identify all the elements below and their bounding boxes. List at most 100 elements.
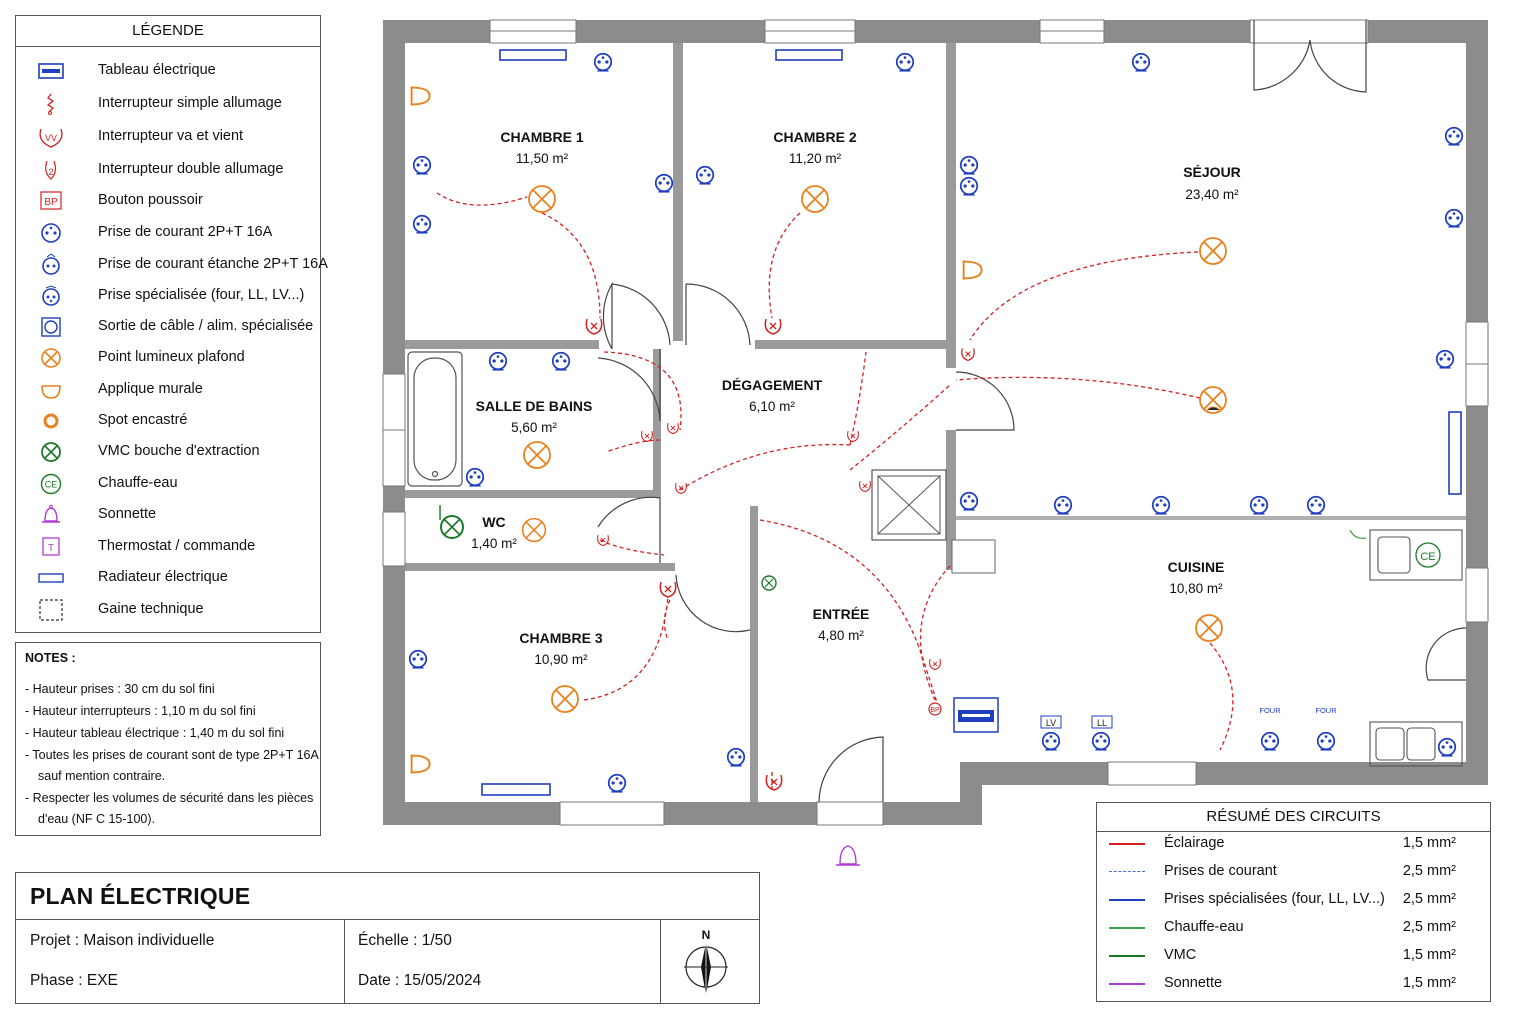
notes-title: NOTES :: [25, 651, 76, 665]
kitchen-sink: [1369, 529, 1463, 767]
project-name: Projet : Maison individuelle: [30, 932, 215, 949]
legend-item-bell: Sonnette: [16, 500, 320, 530]
water-heater-icon: CE: [40, 473, 62, 495]
legend-item-vmc: VMC bouche d'extraction: [16, 437, 320, 467]
circuit-label: Sonnette: [1164, 975, 1223, 991]
water-heater-line-sample: [1109, 927, 1145, 929]
wall-lights: [410, 85, 983, 775]
legend-item-cable-outlet: Sortie de câble / alim. spécialisée: [16, 312, 320, 342]
legend-item-technical-duct: Gaine technique: [16, 595, 320, 625]
lighting-wiring: [436, 192, 1234, 790]
sockets-line-sample: [1109, 871, 1145, 872]
push-button-icon: BP: [40, 191, 62, 210]
socket-icon: [41, 223, 61, 243]
lighting-line-sample: [1109, 843, 1145, 845]
push-button-icon: [928, 702, 942, 716]
spot-icon: [43, 413, 59, 429]
window-lines: [383, 30, 1488, 431]
circuits-panel: RÉSUMÉ DES CIRCUITS Éclairage 1,5 mm² Pr…: [1096, 802, 1491, 1002]
room-area: 10,80 m²: [1169, 581, 1223, 596]
legend-item-special-socket: Prise spécialisée (four, LL, LV...): [16, 281, 320, 311]
note-line: - Hauteur prises : 30 cm du sol fini: [25, 682, 215, 696]
special-socket-boxes: [1040, 715, 1113, 729]
circuit-section: 1,5 mm²: [1402, 835, 1456, 851]
legend-item-double-switch: 2 Interrupteur double allumage: [16, 155, 320, 185]
legend-item-two-way-switch: VV Interrupteur va et vient: [16, 122, 320, 152]
circuit-label: VMC: [1164, 947, 1197, 963]
svg-text:FOUR: FOUR: [1259, 706, 1281, 715]
plan-date: Date : 15/05/2024: [358, 972, 482, 989]
room-name: ENTRÉE: [812, 606, 870, 622]
interior-walls: [405, 43, 1466, 802]
room-area: 4,80 m²: [818, 628, 864, 643]
legend-item-ceiling-light: Point lumineux plafond: [16, 343, 320, 373]
room-area: 1,40 m²: [471, 536, 517, 551]
room-area: 11,20 m²: [788, 151, 842, 166]
room-name: CHAMBRE 1: [500, 129, 584, 145]
bell-icon: [836, 845, 860, 866]
circuit-label: Prises de courant: [1164, 863, 1277, 879]
note-line: - Hauteur tableau électrique : 1,40 m du…: [25, 726, 285, 740]
legend-item-socket: Prise de courant 2P+T 16A: [16, 218, 320, 248]
legend-item-simple-switch: Interrupteur simple allumage: [16, 89, 320, 119]
vmc-icon: [439, 505, 464, 539]
notes-panel: NOTES : - Hauteur prises : 30 cm du sol …: [15, 642, 321, 836]
room-name: CHAMBRE 3: [519, 630, 603, 646]
legend-title: LÉGENDE: [16, 16, 320, 47]
svg-text:CE: CE: [45, 480, 58, 490]
circuit-label: Éclairage: [1164, 835, 1225, 851]
ceiling-light-icon: [41, 348, 61, 368]
note-line: - Hauteur interrupteurs : 1,10 m du sol …: [25, 704, 256, 718]
circuit-section: 1,5 mm²: [1402, 975, 1456, 991]
circuit-label: Chauffe-eau: [1164, 919, 1244, 935]
room-name: CHAMBRE 2: [773, 129, 857, 145]
ceiling-lights: [521, 185, 1227, 713]
double-switch-icon: 2: [45, 160, 57, 180]
svg-text:LL: LL: [1097, 718, 1107, 728]
legend-item-push-button: BP Bouton poussoir: [16, 186, 320, 216]
panel-icon: [38, 63, 64, 79]
technical-duct-icon: [39, 599, 63, 621]
svg-text:LV: LV: [1046, 718, 1056, 728]
legend-item-spot: Spot encastré: [16, 406, 320, 436]
legend-item-waterproof-socket: Prise de courant étanche 2P+T 16A: [16, 250, 328, 280]
circuit-section: 2,5 mm²: [1402, 919, 1456, 935]
cable-outlet-icon: [41, 317, 61, 337]
waterproof-socket-icon: [42, 253, 60, 275]
room-name: DÉGAGEMENT: [721, 377, 823, 393]
wall-light-icon: [41, 385, 61, 399]
water-heater-icon: [1415, 542, 1441, 568]
svg-text:T: T: [48, 543, 54, 554]
circuit-label: Prises spécialisées (four, LL, LV...): [1164, 891, 1385, 907]
circuit-section: 2,5 mm²: [1402, 863, 1456, 879]
special-socket-icon: [42, 285, 60, 306]
vmc-line-sample: [1109, 955, 1145, 957]
note-line: sauf mention contraire.: [38, 769, 166, 783]
radiators: [481, 49, 1462, 796]
svg-text:BP: BP: [930, 707, 940, 714]
north-arrow-icon: N: [684, 928, 728, 995]
legend-item-thermostat: T Thermostat / commande: [16, 532, 320, 562]
plan-scale: Échelle : 1/50: [358, 932, 452, 949]
title-block: PLAN ÉLECTRIQUE Projet : Maison individu…: [15, 872, 760, 1004]
room-area: 5,60 m²: [511, 420, 557, 435]
svg-text:2: 2: [48, 167, 53, 177]
room-area: 6,10 m²: [749, 399, 795, 414]
vmc-icon: [41, 442, 61, 462]
legend-item-wall-light: Applique murale: [16, 375, 320, 405]
thermostat-icon: [761, 575, 777, 591]
svg-text:VV: VV: [45, 133, 57, 143]
technical-duct-icon: [877, 475, 941, 535]
project-phase: Phase : EXE: [30, 972, 118, 989]
plan-title: PLAN ÉLECTRIQUE: [30, 883, 251, 909]
room-area: 23,40 m²: [1185, 187, 1239, 202]
bell-icon: [42, 504, 60, 523]
two-way-switch-icon: VV: [39, 128, 63, 148]
svg-text:FOUR: FOUR: [1315, 706, 1337, 715]
simple-switch-icon: [46, 93, 55, 115]
note-line: - Respecter les volumes de sécurité dans…: [25, 791, 314, 805]
legend-item-panel: Tableau électrique: [16, 56, 320, 86]
legend-item-water-heater: CE Chauffe-eau: [16, 469, 320, 499]
bathtub: [407, 351, 463, 487]
